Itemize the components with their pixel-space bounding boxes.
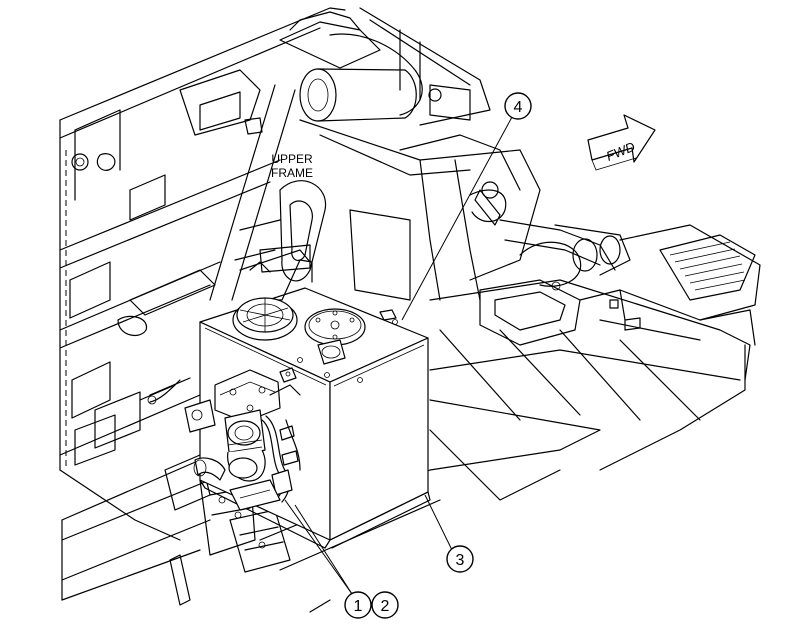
upper-frame-label: UPPER FRAME <box>271 152 313 180</box>
callout-3-number: 3 <box>456 552 465 569</box>
callout-1-leader <box>294 504 353 595</box>
pump-valve-assembly <box>184 367 301 511</box>
callout-2-circle <box>371 591 399 619</box>
center-frame-body <box>234 119 631 301</box>
callout-4-number: 4 <box>514 99 523 116</box>
callout-3-leader <box>424 494 453 551</box>
callout-1-circle <box>344 591 372 619</box>
upper-frame-label-line1: UPPER <box>271 152 313 166</box>
callout-2-leader <box>284 499 353 595</box>
callout-2-number: 2 <box>381 598 390 615</box>
callout-1-number: 1 <box>354 598 363 615</box>
callout-1-2-group: 1 2 <box>284 499 399 619</box>
callout-4-group: 4 <box>401 92 532 321</box>
callout-3-group: 3 <box>424 494 474 573</box>
boom-pivot-assembly <box>179 7 491 301</box>
upper-frame-label-line2: FRAME <box>271 166 313 180</box>
callout-4-circle <box>504 92 532 120</box>
callout-4-leader <box>401 116 513 321</box>
right-deck <box>259 224 761 613</box>
forward-direction-arrow: FWD <box>587 114 656 171</box>
upper-frame-rails <box>59 7 346 601</box>
hydraulic-tank <box>199 249 431 549</box>
callout-3-circle <box>446 545 474 573</box>
